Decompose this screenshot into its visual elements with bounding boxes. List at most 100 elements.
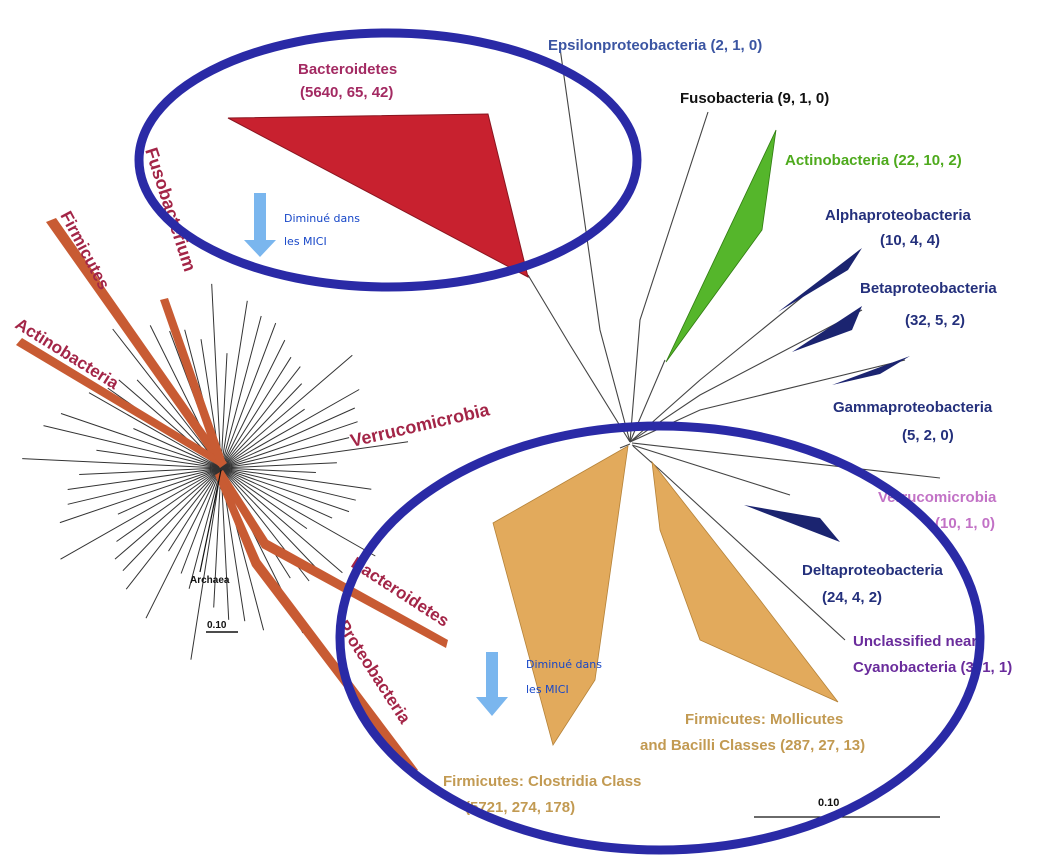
- label-firmicutes-mollicutes: Firmicutes: Mollicutes: [685, 711, 843, 728]
- small-tree-branch: [220, 467, 230, 620]
- branch-firmicutes: [46, 218, 227, 468]
- label-bacteroidetes-counts: (5640, 65, 42): [300, 84, 393, 101]
- small-tree-branch: [220, 407, 356, 469]
- branch-fusobacterium: [160, 298, 226, 466]
- label-deltaproteobacteria: Deltaproteobacteria: [802, 562, 944, 579]
- small-tree-branch: [125, 467, 222, 590]
- small-tree-branch: [220, 462, 337, 469]
- small-tree-branch: [67, 467, 222, 490]
- small-label-actinobacteria: Actinobacteria: [12, 314, 123, 393]
- small-tree-branch: [220, 408, 305, 469]
- label-verrucomicrobia-counts: (10, 1, 0): [935, 515, 995, 532]
- small-tree-branch: [211, 283, 222, 469]
- small-tree-branch: [180, 467, 222, 574]
- small-tree-branch: [114, 467, 222, 560]
- small-tree-branch: [59, 467, 222, 524]
- small-tree-branch: [220, 441, 409, 469]
- small-tree-branch: [60, 413, 222, 469]
- label-fusobacteria: Fusobacteria (9, 1, 0): [680, 90, 829, 107]
- small-tree-black-branches: [22, 283, 409, 660]
- small-tree-branch: [220, 353, 228, 469]
- small-tree-branch: [188, 467, 222, 589]
- label-bacteroidetes: Bacteroidetes: [298, 61, 397, 78]
- note-top-line2: les MICI: [284, 235, 327, 248]
- small-tree-branch: [220, 315, 262, 469]
- label-firmicutes-clostridia-counts: (5721, 274, 178): [465, 799, 575, 816]
- small-tree-branch: [220, 421, 358, 469]
- small-tree-branch: [220, 366, 301, 469]
- large-tree: Bacteroidetes (5640, 65, 42) Epsilonprot…: [227, 37, 1012, 818]
- small-tree-branch: [220, 467, 372, 490]
- small-tree: Archaea 0.10 Fusobacterium Firmicutes Ac…: [12, 145, 492, 774]
- small-tree-branch: [220, 300, 248, 469]
- clade-betaproteobacteria: [792, 306, 862, 352]
- small-tree-branch: [220, 467, 323, 575]
- small-tree-branch: [190, 467, 222, 660]
- highlight-ellipse-firmicutes: [335, 421, 985, 855]
- small-tree-branch: [22, 458, 222, 469]
- small-tree-branch: [220, 389, 360, 469]
- small-tree-branch: [220, 467, 316, 473]
- down-arrow-icon: [476, 652, 508, 716]
- small-tree-branch: [220, 467, 350, 513]
- small-tree-branch: [117, 467, 222, 515]
- small-tree-branch: [220, 356, 292, 469]
- small-tree-branch: [220, 467, 333, 519]
- small-tree-branch: [220, 467, 343, 574]
- small-tree-branch: [79, 467, 222, 475]
- label-gammaproteobacteria: Gammaproteobacteria: [833, 399, 993, 416]
- annotation-top: Diminué dans les MICI: [244, 193, 360, 257]
- clade-firmicutes-mollicutes: [651, 460, 839, 703]
- small-tree-branch: [67, 467, 222, 505]
- small-tree-colored-branches: [16, 218, 448, 774]
- clade-actinobacteria: [665, 129, 777, 363]
- clade-alphaproteobacteria: [778, 248, 862, 312]
- label-betaproteobacteria: Betaproteobacteria: [860, 280, 997, 297]
- label-actinobacteria: Actinobacteria (22, 10, 2): [785, 152, 962, 169]
- label-firmicutes-bacilli: and Bacilli Classes (287, 27, 13): [640, 737, 865, 754]
- small-label-verrucomicrobia: Verrucomicrobia: [348, 399, 492, 451]
- clade-deltaproteobacteria: [744, 505, 840, 542]
- clade-gammaproteobacteria: [832, 356, 910, 385]
- label-alphaproteobacteria: Alphaproteobacteria: [825, 207, 972, 224]
- small-tree-branch: [220, 437, 350, 469]
- note-bottom-line1: Diminué dans: [526, 658, 602, 671]
- label-cyanobacteria: Cyanobacteria (3, 1, 1): [853, 659, 1012, 676]
- clade-firmicutes-clostridia: [492, 445, 629, 746]
- small-tree-branch: [60, 467, 222, 560]
- small-scale-label: 0.10: [207, 620, 227, 631]
- clade-bacteroidetes: [227, 113, 529, 278]
- small-label-fusobacterium: Fusobacterium: [141, 145, 200, 274]
- down-arrow-icon: [244, 193, 276, 257]
- small-tree-branch: [145, 467, 222, 619]
- small-tree-branch: [133, 428, 222, 469]
- small-tree-branch: [220, 467, 308, 530]
- small-tree-branch: [168, 467, 222, 552]
- small-tree-branch: [88, 392, 222, 469]
- label-alphaproteobacteria-counts: (10, 4, 4): [880, 232, 940, 249]
- small-tree-branch: [220, 322, 277, 469]
- label-betaproteobacteria-counts: (32, 5, 2): [905, 312, 965, 329]
- archaea-branch: [199, 469, 222, 573]
- note-top-line1: Diminué dans: [284, 212, 360, 225]
- label-firmicutes-clostridia: Firmicutes: Clostridia Class: [443, 773, 641, 790]
- label-unclassified: Unclassified near: [853, 633, 977, 650]
- archaea-label: Archaea: [190, 575, 230, 586]
- branch-bacteroidetes: [217, 470, 448, 648]
- small-tree-branch: [220, 467, 356, 501]
- note-bottom-line2: les MICI: [526, 683, 569, 696]
- small-tree-branch: [112, 328, 222, 469]
- highlight-ellipse-bacteroidetes: [134, 28, 642, 292]
- small-tree-branch: [116, 467, 222, 542]
- small-tree-branch: [220, 467, 376, 557]
- label-deltaproteobacteria-counts: (24, 4, 2): [822, 589, 882, 606]
- small-tree-branch: [122, 467, 222, 572]
- small-tree-branch: [96, 449, 222, 469]
- small-tree-branch: [43, 425, 222, 469]
- label-gammaproteobacteria-counts: (5, 2, 0): [902, 427, 954, 444]
- small-tree-branch: [220, 383, 303, 469]
- annotation-bottom: Diminué dans les MICI: [476, 652, 602, 716]
- small-tree-branch: [213, 467, 222, 608]
